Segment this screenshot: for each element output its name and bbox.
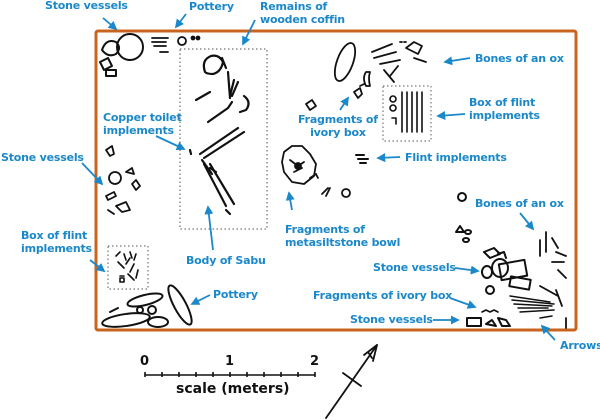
leader-stone-vessels-right	[454, 265, 480, 275]
label-bones-ox-bottom: Bones of an ox	[475, 197, 564, 210]
leader-stone-vessels-left	[81, 162, 104, 186]
label-stone-vessels-left: Stone vessels	[1, 151, 84, 164]
label-flint-box-left: Box of flint implements	[21, 229, 92, 255]
label-stone-vessels-top: Stone vessels	[45, 0, 128, 12]
leader-flint-implements	[376, 153, 401, 163]
leader-flint-box-left	[89, 259, 106, 273]
pottery-top-sketch	[151, 35, 201, 53]
stone-vessels-right-sketch	[455, 192, 532, 295]
scale-tick-label: 0	[140, 354, 150, 369]
leader-arrows	[81, 13, 556, 341]
flint-box-left-outline	[107, 245, 149, 290]
label-body-of-sabu: Body of Sabu	[186, 254, 266, 267]
leader-copper-toilet	[155, 135, 186, 151]
label-flint-box-right: Box of flint implements	[469, 96, 540, 122]
north-arrow-icon	[325, 344, 378, 419]
label-stone-vessels-right: Stone vessels	[373, 261, 456, 274]
arrows-sketch	[509, 295, 555, 319]
flint-box-right-contents	[389, 91, 423, 133]
leader-ivory-box-bottom	[449, 297, 477, 309]
label-bones-ox-top: Bones of an ox	[475, 52, 564, 65]
stone-vessels-top-left-sketch	[99, 33, 144, 77]
scale-tick-label: 1	[225, 354, 235, 369]
leader-ivory-box-top	[339, 96, 349, 111]
leader-body-of-sabu	[204, 205, 214, 251]
label-stone-vessels-bottom: Stone vessels	[350, 313, 433, 326]
flint-box-right-outline	[382, 85, 432, 142]
tomb-frame	[94, 29, 578, 332]
leader-bones-ox-bottom	[519, 212, 535, 231]
leader-flint-box-right	[436, 110, 466, 120]
scale-caption: scale (meters)	[176, 381, 290, 397]
leader-wooden-coffin	[242, 19, 256, 46]
leader-bones-ox-top	[443, 56, 471, 66]
label-wooden-coffin: Remains of wooden coffin	[260, 0, 345, 26]
label-arrows: Arrows	[560, 339, 600, 352]
leader-metasiltstone	[285, 191, 295, 211]
flint-box-left-contents	[115, 251, 139, 283]
label-flint-implements: Flint implements	[405, 151, 507, 164]
label-copper-toilet: Copper toilet implements	[103, 111, 182, 137]
leader-stone-vessels-top	[102, 17, 118, 31]
skeleton-body-of-sabu	[188, 54, 250, 216]
metasiltstone-bowl-sketch	[281, 145, 351, 198]
ivory-box-top-sketch	[305, 42, 371, 111]
label-metasiltstone-bowl: Fragments of metasiltstone bowl	[285, 223, 401, 249]
label-ivory-box-top: Fragments of ivory box	[298, 113, 378, 139]
scale-tick-label: 2	[310, 354, 320, 369]
label-pottery-top: Pottery	[189, 0, 234, 13]
label-pottery-bottom: Pottery	[213, 288, 258, 301]
leader-pottery-bottom	[190, 294, 211, 305]
ox-bones-top-sketch	[371, 41, 427, 83]
coffin-outline	[179, 48, 268, 230]
ivory-box-bottom-sketch	[481, 309, 499, 313]
ox-bones-bottom-sketch	[539, 231, 567, 329]
stone-vessels-left-sketch	[105, 145, 141, 215]
leader-pottery-top	[174, 13, 187, 29]
leader-arrows	[540, 324, 556, 341]
scale-bar	[144, 372, 316, 377]
stone-vessels-bottom-sketch	[466, 317, 511, 327]
flint-implements-sketch	[355, 154, 369, 164]
label-ivory-box-bottom: Fragments of ivory box	[313, 289, 453, 302]
pottery-bottom-left-sketch	[101, 284, 193, 328]
